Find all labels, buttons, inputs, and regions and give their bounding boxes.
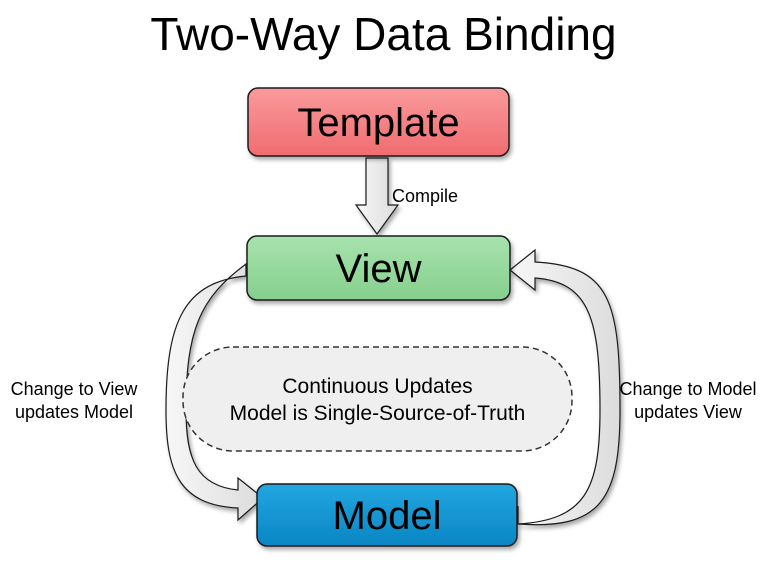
model-node-label: Model <box>333 494 442 538</box>
center-box-line2: Model is Single-Source-of-Truth <box>230 402 526 425</box>
compile-label: Compile <box>392 186 458 206</box>
compile-arrow <box>354 157 400 236</box>
view-node <box>246 235 511 301</box>
model-to-view-arrow <box>509 248 621 526</box>
diagram-title: Two-Way Data Binding <box>150 8 617 60</box>
right-label-line1: Change to Model <box>619 379 756 399</box>
view-to-model-arrow <box>165 262 264 522</box>
right-label-line2: updates View <box>634 402 743 422</box>
continuous-updates-box <box>182 346 573 452</box>
left-label-line1: Change to View <box>11 379 139 399</box>
center-box-line1: Continuous Updates <box>282 375 472 398</box>
view-node-label: View <box>336 247 422 291</box>
template-node-label: Template <box>297 101 459 145</box>
model-node <box>256 483 518 547</box>
template-node <box>247 87 510 157</box>
left-label-line2: updates Model <box>15 402 133 422</box>
